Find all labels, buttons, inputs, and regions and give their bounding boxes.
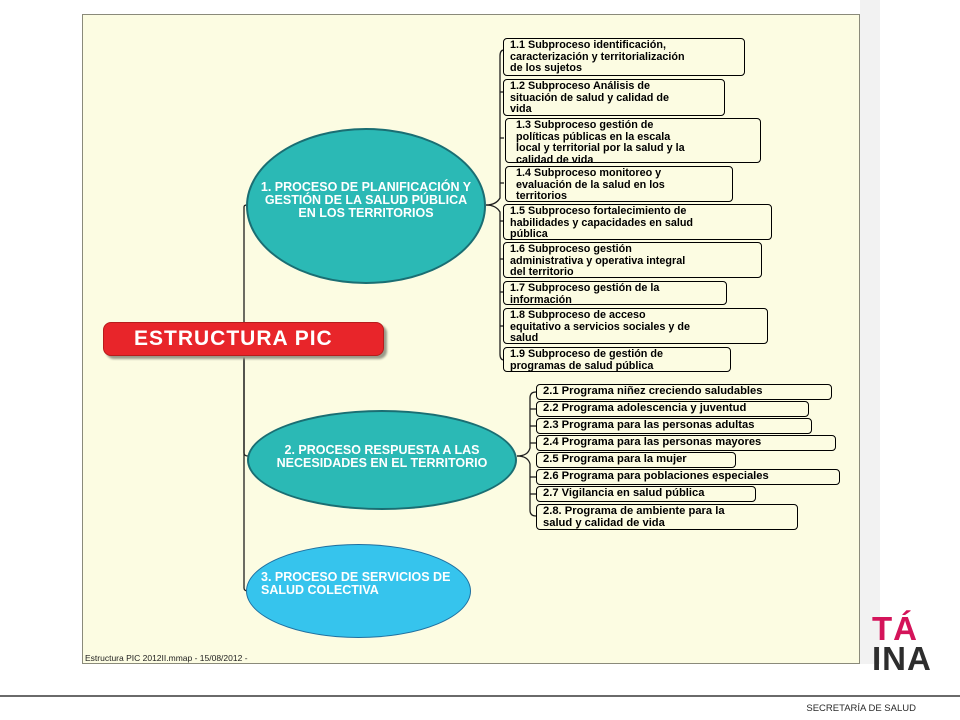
- subprocess-1-6: 1.6 Subproceso gestión administrativa y …: [503, 242, 762, 278]
- subprocess-1-7: 1.7 Subproceso gestión de la información: [503, 281, 727, 305]
- subprocess-1-2: 1.2 Subproceso Análisis de situación de …: [503, 79, 725, 116]
- slide-edge-strip: [860, 0, 880, 664]
- logo-text-top: TÁ: [872, 610, 918, 647]
- subprocess-1-3: 1.3 Subproceso gestión de políticas públ…: [505, 118, 761, 163]
- program-2-1: 2.1 Programa niñez creciendo saludables: [536, 384, 832, 400]
- root-node-estructura-pic: ESTRUCTURA PIC: [103, 322, 384, 356]
- file-footnote: Estructura PIC 2012II.mmap - 15/08/2012 …: [85, 653, 248, 663]
- subprocess-1-5: 1.5 Subproceso fortalecimiento de habili…: [503, 204, 772, 240]
- program-2-3: 2.3 Programa para las personas adultas: [536, 418, 812, 434]
- program-2-2: 2.2 Programa adolescencia y juventud: [536, 401, 809, 417]
- process-node-3: 3. PROCESO DE SERVICIOS DE SALUD COLECTI…: [246, 544, 471, 638]
- logo-text-bottom: INA: [872, 640, 932, 677]
- footer-organization: SECRETARÍA DE SALUD: [806, 703, 916, 714]
- footer-divider: [0, 695, 960, 697]
- subprocess-1-1: 1.1 Subproceso identificación, caracteri…: [503, 38, 745, 76]
- program-2-7: 2.7 Vigilancia en salud pública: [536, 486, 756, 502]
- subprocess-1-4: 1.4 Subproceso monitoreo y evaluación de…: [505, 166, 733, 202]
- program-2-6: 2.6 Programa para poblaciones especiales: [536, 469, 840, 485]
- program-2-5: 2.5 Programa para la mujer: [536, 452, 736, 468]
- subprocess-1-8: 1.8 Subproceso de acceso equitativo a se…: [503, 308, 768, 344]
- process-node-2: 2. PROCESO RESPUESTA A LAS NECESIDADES E…: [247, 410, 517, 510]
- subprocess-1-9: 1.9 Subproceso de gestión de programas d…: [503, 347, 731, 372]
- process-node-1: 1. PROCESO DE PLANIFICACIÓN Y GESTIÓN DE…: [246, 128, 486, 284]
- program-2-8: 2.8. Programa de ambiente para la salud …: [536, 504, 798, 530]
- program-2-4: 2.4 Programa para las personas mayores: [536, 435, 836, 451]
